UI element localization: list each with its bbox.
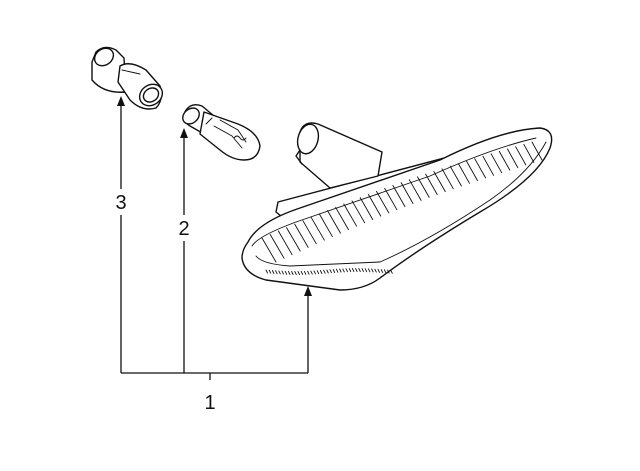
lens-texture-mark bbox=[291, 271, 294, 275]
lens-rib bbox=[318, 213, 333, 238]
lens-rib bbox=[294, 223, 309, 248]
lens-rib bbox=[433, 171, 446, 193]
lens-texture-mark bbox=[310, 270, 313, 275]
lens-rib bbox=[523, 143, 535, 163]
lens-texture-mark bbox=[323, 269, 326, 274]
lens-rib bbox=[376, 190, 390, 214]
part-bulb bbox=[182, 103, 261, 161]
lens-rib bbox=[277, 230, 293, 256]
lens-rib bbox=[531, 141, 543, 161]
lens-rib bbox=[515, 146, 527, 166]
lens-texture-mark bbox=[271, 270, 275, 274]
lens-texture-mark bbox=[374, 268, 377, 273]
lens-texture-mark bbox=[287, 270, 291, 275]
lens-texture-mark bbox=[355, 268, 358, 272]
lens-texture-mark bbox=[380, 269, 384, 274]
arrowhead-1 bbox=[304, 286, 312, 296]
lens-rib bbox=[351, 200, 366, 224]
lens-rib bbox=[490, 153, 503, 174]
lens-rib bbox=[466, 160, 478, 182]
lens-rib bbox=[335, 206, 349, 231]
lens-texture-mark bbox=[332, 269, 336, 273]
lens-texture-mark bbox=[387, 269, 390, 274]
lens-rib bbox=[482, 155, 495, 176]
lens-texture-mark bbox=[371, 268, 374, 273]
lens-rib bbox=[310, 216, 325, 241]
lens-rib bbox=[392, 185, 406, 208]
lens-texture-mark bbox=[345, 268, 348, 273]
lens-texture-mark bbox=[284, 270, 288, 275]
lens-rib bbox=[327, 210, 341, 234]
lens-texture-mark bbox=[281, 270, 284, 275]
lens-texture-mark bbox=[377, 268, 380, 273]
lens-texture-mark bbox=[303, 270, 307, 275]
lens-texture-mark bbox=[383, 269, 387, 274]
lens-texture-mark bbox=[342, 268, 345, 273]
lens-rib bbox=[359, 197, 374, 220]
lens-texture-mark bbox=[390, 269, 393, 274]
lens-rib bbox=[367, 194, 382, 217]
lens-texture-mark bbox=[358, 268, 361, 272]
part-side-marker-lamp bbox=[241, 122, 553, 291]
lens-texture-mark bbox=[329, 269, 332, 274]
lens-texture-mark bbox=[294, 271, 297, 275]
lens-texture-mark bbox=[265, 269, 268, 274]
lens-rib bbox=[343, 203, 358, 227]
callout-1: 1 bbox=[204, 392, 215, 414]
part-socket bbox=[91, 46, 164, 110]
lens-rib bbox=[425, 173, 438, 195]
lens-rib bbox=[384, 187, 398, 211]
lens-texture-mark bbox=[316, 270, 320, 275]
lens-texture-mark bbox=[348, 268, 352, 273]
lens-rib bbox=[400, 182, 414, 204]
lens-texture-mark bbox=[351, 268, 355, 272]
lens-rib bbox=[474, 158, 487, 179]
lens-ribs bbox=[261, 141, 543, 275]
lens-texture-mark bbox=[364, 268, 368, 273]
leader-lines bbox=[117, 96, 312, 380]
lens-rib bbox=[261, 237, 277, 263]
lens-rib bbox=[269, 234, 285, 259]
lens-rib bbox=[441, 168, 454, 190]
lens-texture-mark bbox=[300, 270, 304, 275]
lens-texture-mark bbox=[313, 270, 316, 275]
lens-rib bbox=[457, 163, 470, 184]
lens-texture-mark bbox=[326, 269, 329, 274]
lens-texture-mark bbox=[297, 271, 300, 275]
lens-texture-mark bbox=[268, 269, 272, 274]
lens-texture-mark bbox=[335, 268, 339, 273]
lens-texture-mark bbox=[367, 268, 371, 273]
lens-texture-mark bbox=[361, 268, 364, 273]
arrowhead-3 bbox=[117, 96, 125, 106]
callout-3: 3 bbox=[115, 192, 126, 214]
lens-rib bbox=[507, 148, 519, 169]
lens-texture-mark bbox=[278, 270, 281, 275]
lens-rib bbox=[408, 179, 422, 201]
lens-texture-mark bbox=[275, 270, 278, 275]
lens-texture-mark bbox=[339, 268, 342, 273]
arrowhead-2 bbox=[180, 128, 188, 138]
lens-texture-mark bbox=[319, 270, 323, 274]
callout-2: 2 bbox=[178, 218, 189, 240]
lens-rib bbox=[449, 165, 462, 187]
lens-rib bbox=[302, 220, 317, 245]
lens-rib bbox=[498, 150, 511, 171]
lens-texture-mark bbox=[307, 270, 310, 275]
lens-rib bbox=[286, 227, 301, 252]
lens-rib bbox=[417, 176, 430, 198]
